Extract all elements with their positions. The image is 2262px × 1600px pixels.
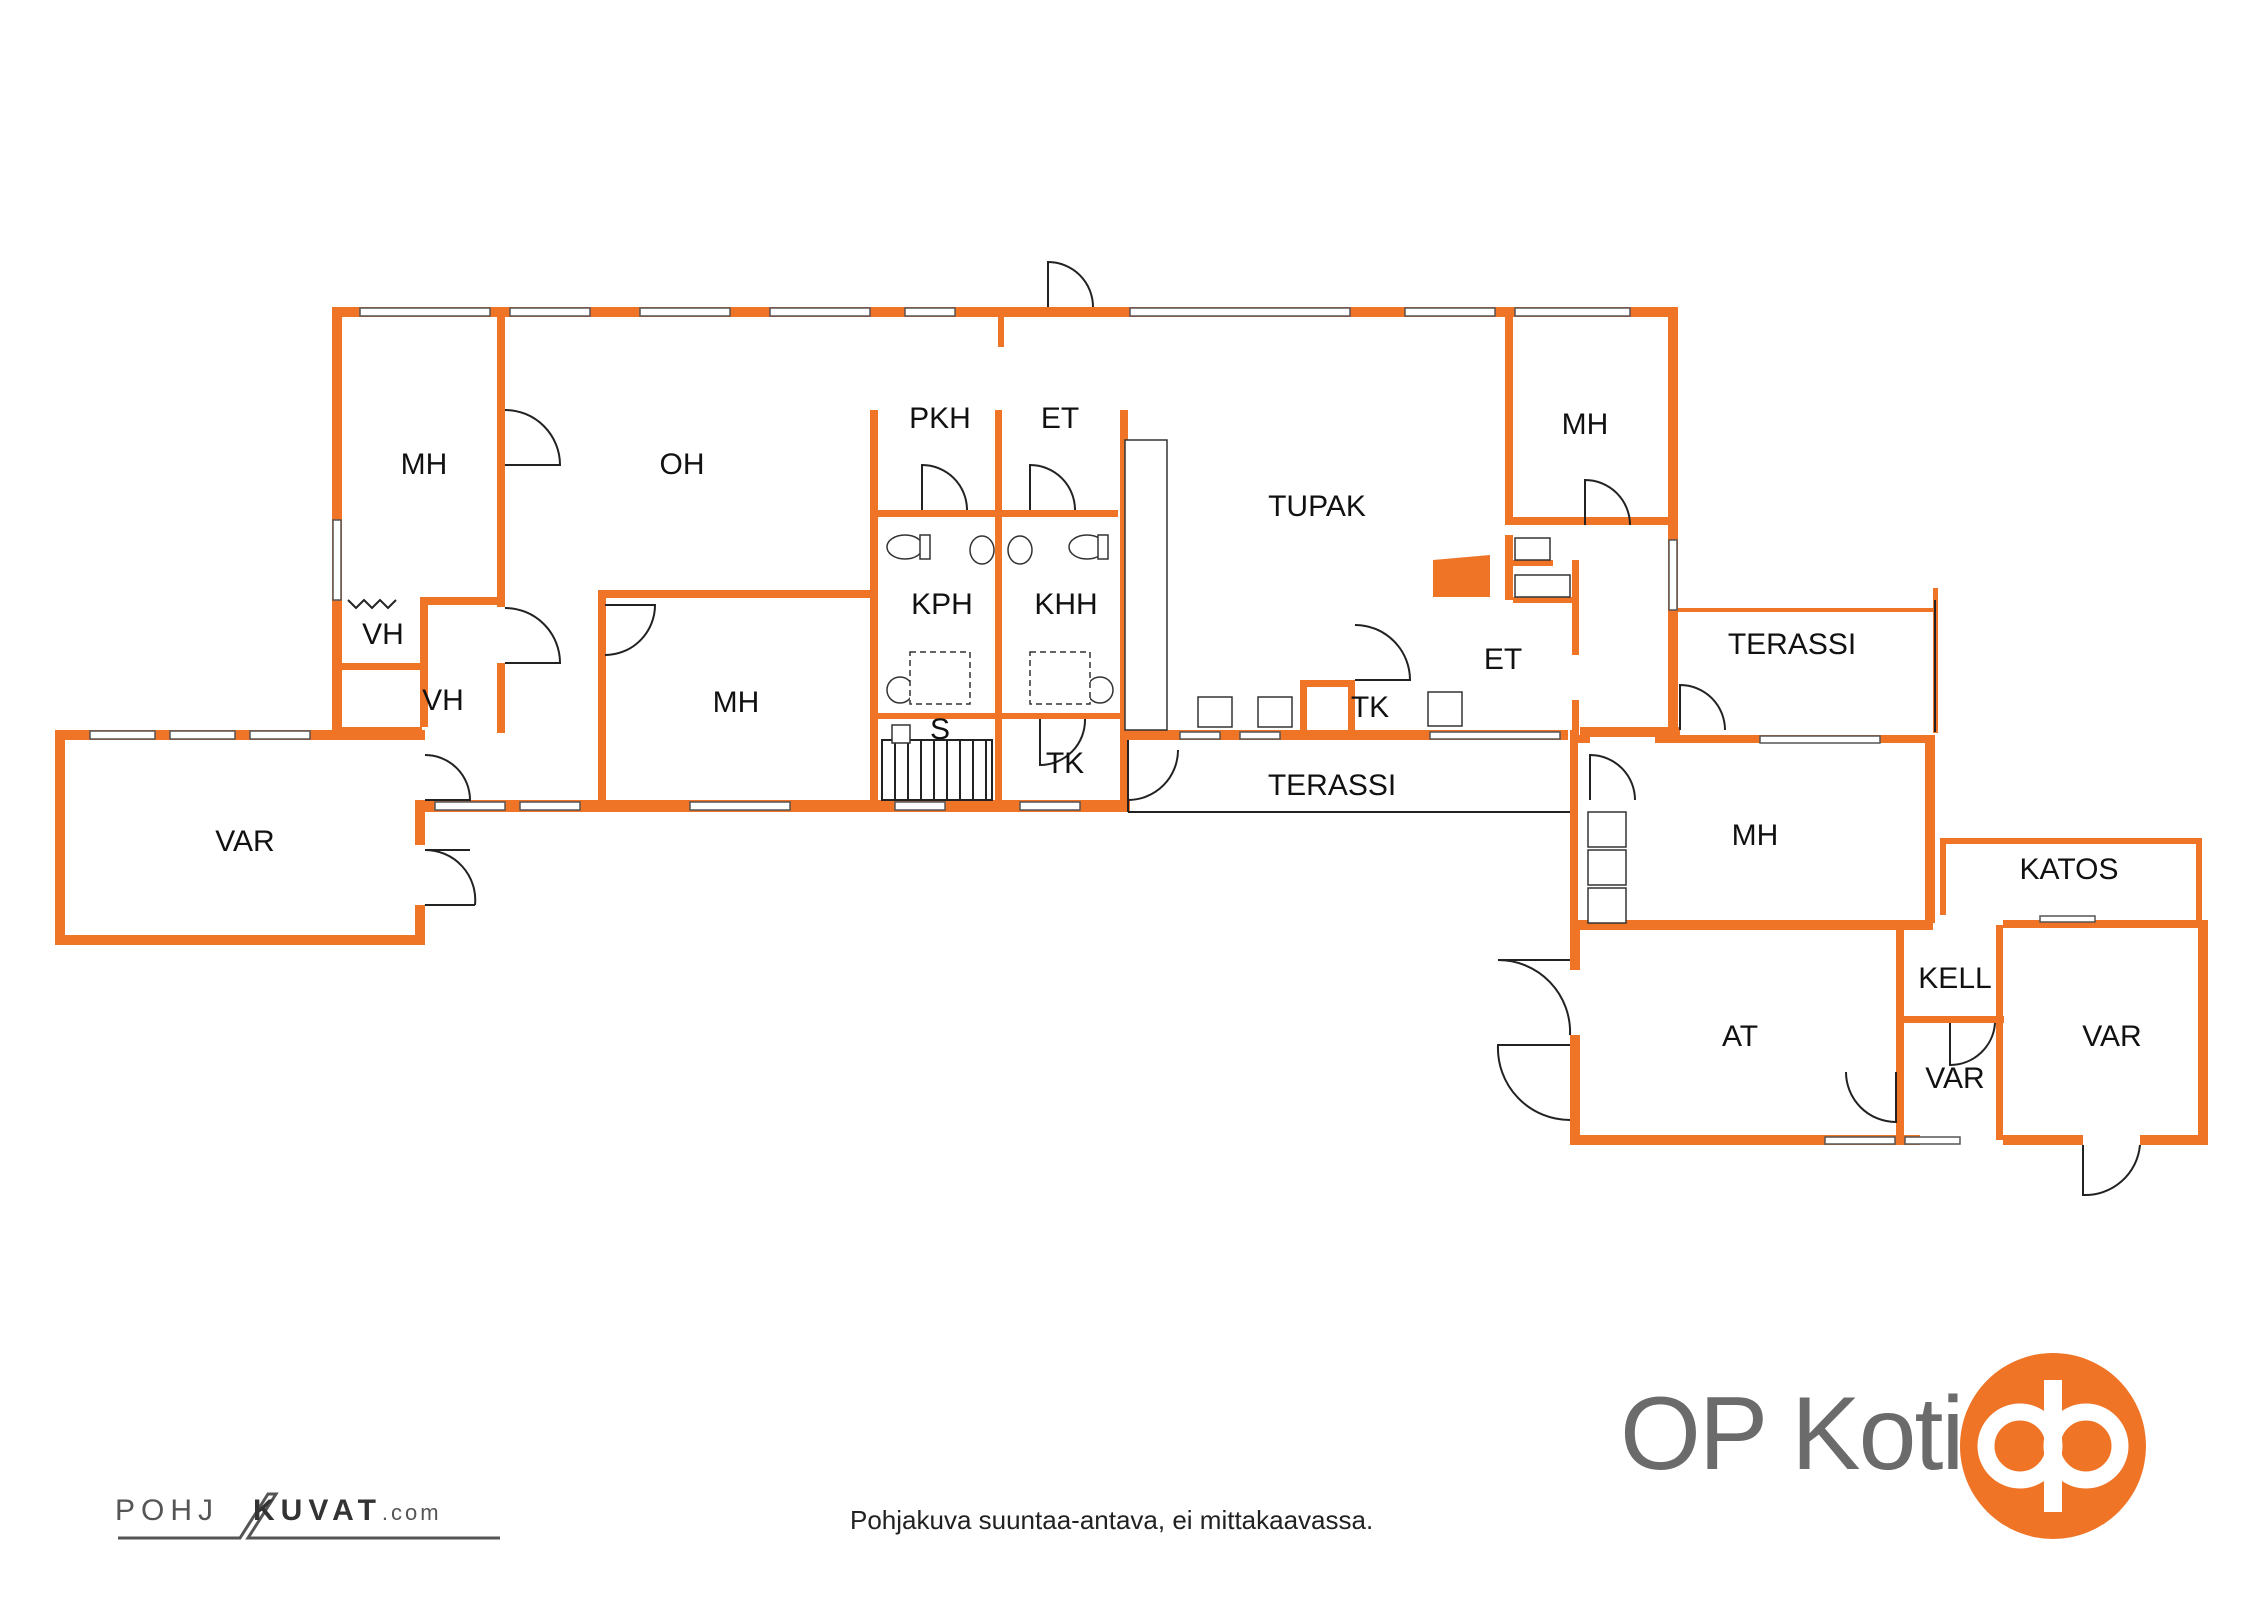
- credit-part1: POHJ: [115, 1494, 220, 1527]
- label-pkh: PKH: [909, 402, 971, 435]
- fixtures: [886, 439, 1627, 924]
- label-terassi-mid: TERASSI: [1268, 769, 1396, 802]
- label-s: S: [930, 713, 950, 746]
- label-kph: KPH: [911, 588, 973, 621]
- credit-part2: KUVAT: [253, 1494, 382, 1527]
- label-var-left: VAR: [215, 825, 274, 858]
- radiator-icon: [347, 598, 397, 610]
- label-oh: OH: [660, 448, 705, 481]
- stairs: [881, 739, 993, 801]
- pohjakuvat-logo-icon: [118, 1492, 500, 1540]
- label-tupak: TUPAK: [1268, 490, 1366, 523]
- label-tk-bottom: TK: [1046, 747, 1084, 780]
- label-vh-small: VH: [362, 618, 404, 651]
- label-mh-right-bottom: MH: [1732, 819, 1779, 852]
- room-labels: MH OH PKH ET TUPAK MH VH VH KPH KHH MH S…: [215, 402, 2141, 1095]
- label-mh-right-top: MH: [1562, 408, 1609, 441]
- label-khh: KHH: [1034, 588, 1097, 621]
- label-var-small: VAR: [1925, 1062, 1984, 1095]
- label-vh: VH: [422, 684, 464, 717]
- credit-domain: .com: [381, 1500, 442, 1525]
- label-tk-kitchen: TK: [1351, 691, 1389, 724]
- doors: [424, 260, 2141, 1197]
- windows: [89, 307, 2096, 1145]
- label-var-right: VAR: [2082, 1020, 2141, 1053]
- credit-text: POHJ KUVAT.com: [115, 1494, 442, 1528]
- label-mh-left: MH: [401, 448, 448, 481]
- label-at: AT: [1722, 1020, 1758, 1053]
- op-logo-icon: [1960, 1353, 2146, 1539]
- label-kell: KELL: [1918, 962, 1991, 995]
- label-mh-center: MH: [713, 686, 760, 719]
- disclaimer-text: Pohjakuva suuntaa-antava, ei mittakaavas…: [850, 1505, 1374, 1535]
- label-terassi-right: TERASSI: [1728, 628, 1856, 661]
- label-et-mid: ET: [1484, 643, 1522, 676]
- brand-name: OP Koti: [1620, 1376, 1964, 1492]
- label-katos: KATOS: [2020, 853, 2119, 886]
- terrace-lines: [1127, 600, 1936, 813]
- label-et-top: ET: [1041, 402, 1079, 435]
